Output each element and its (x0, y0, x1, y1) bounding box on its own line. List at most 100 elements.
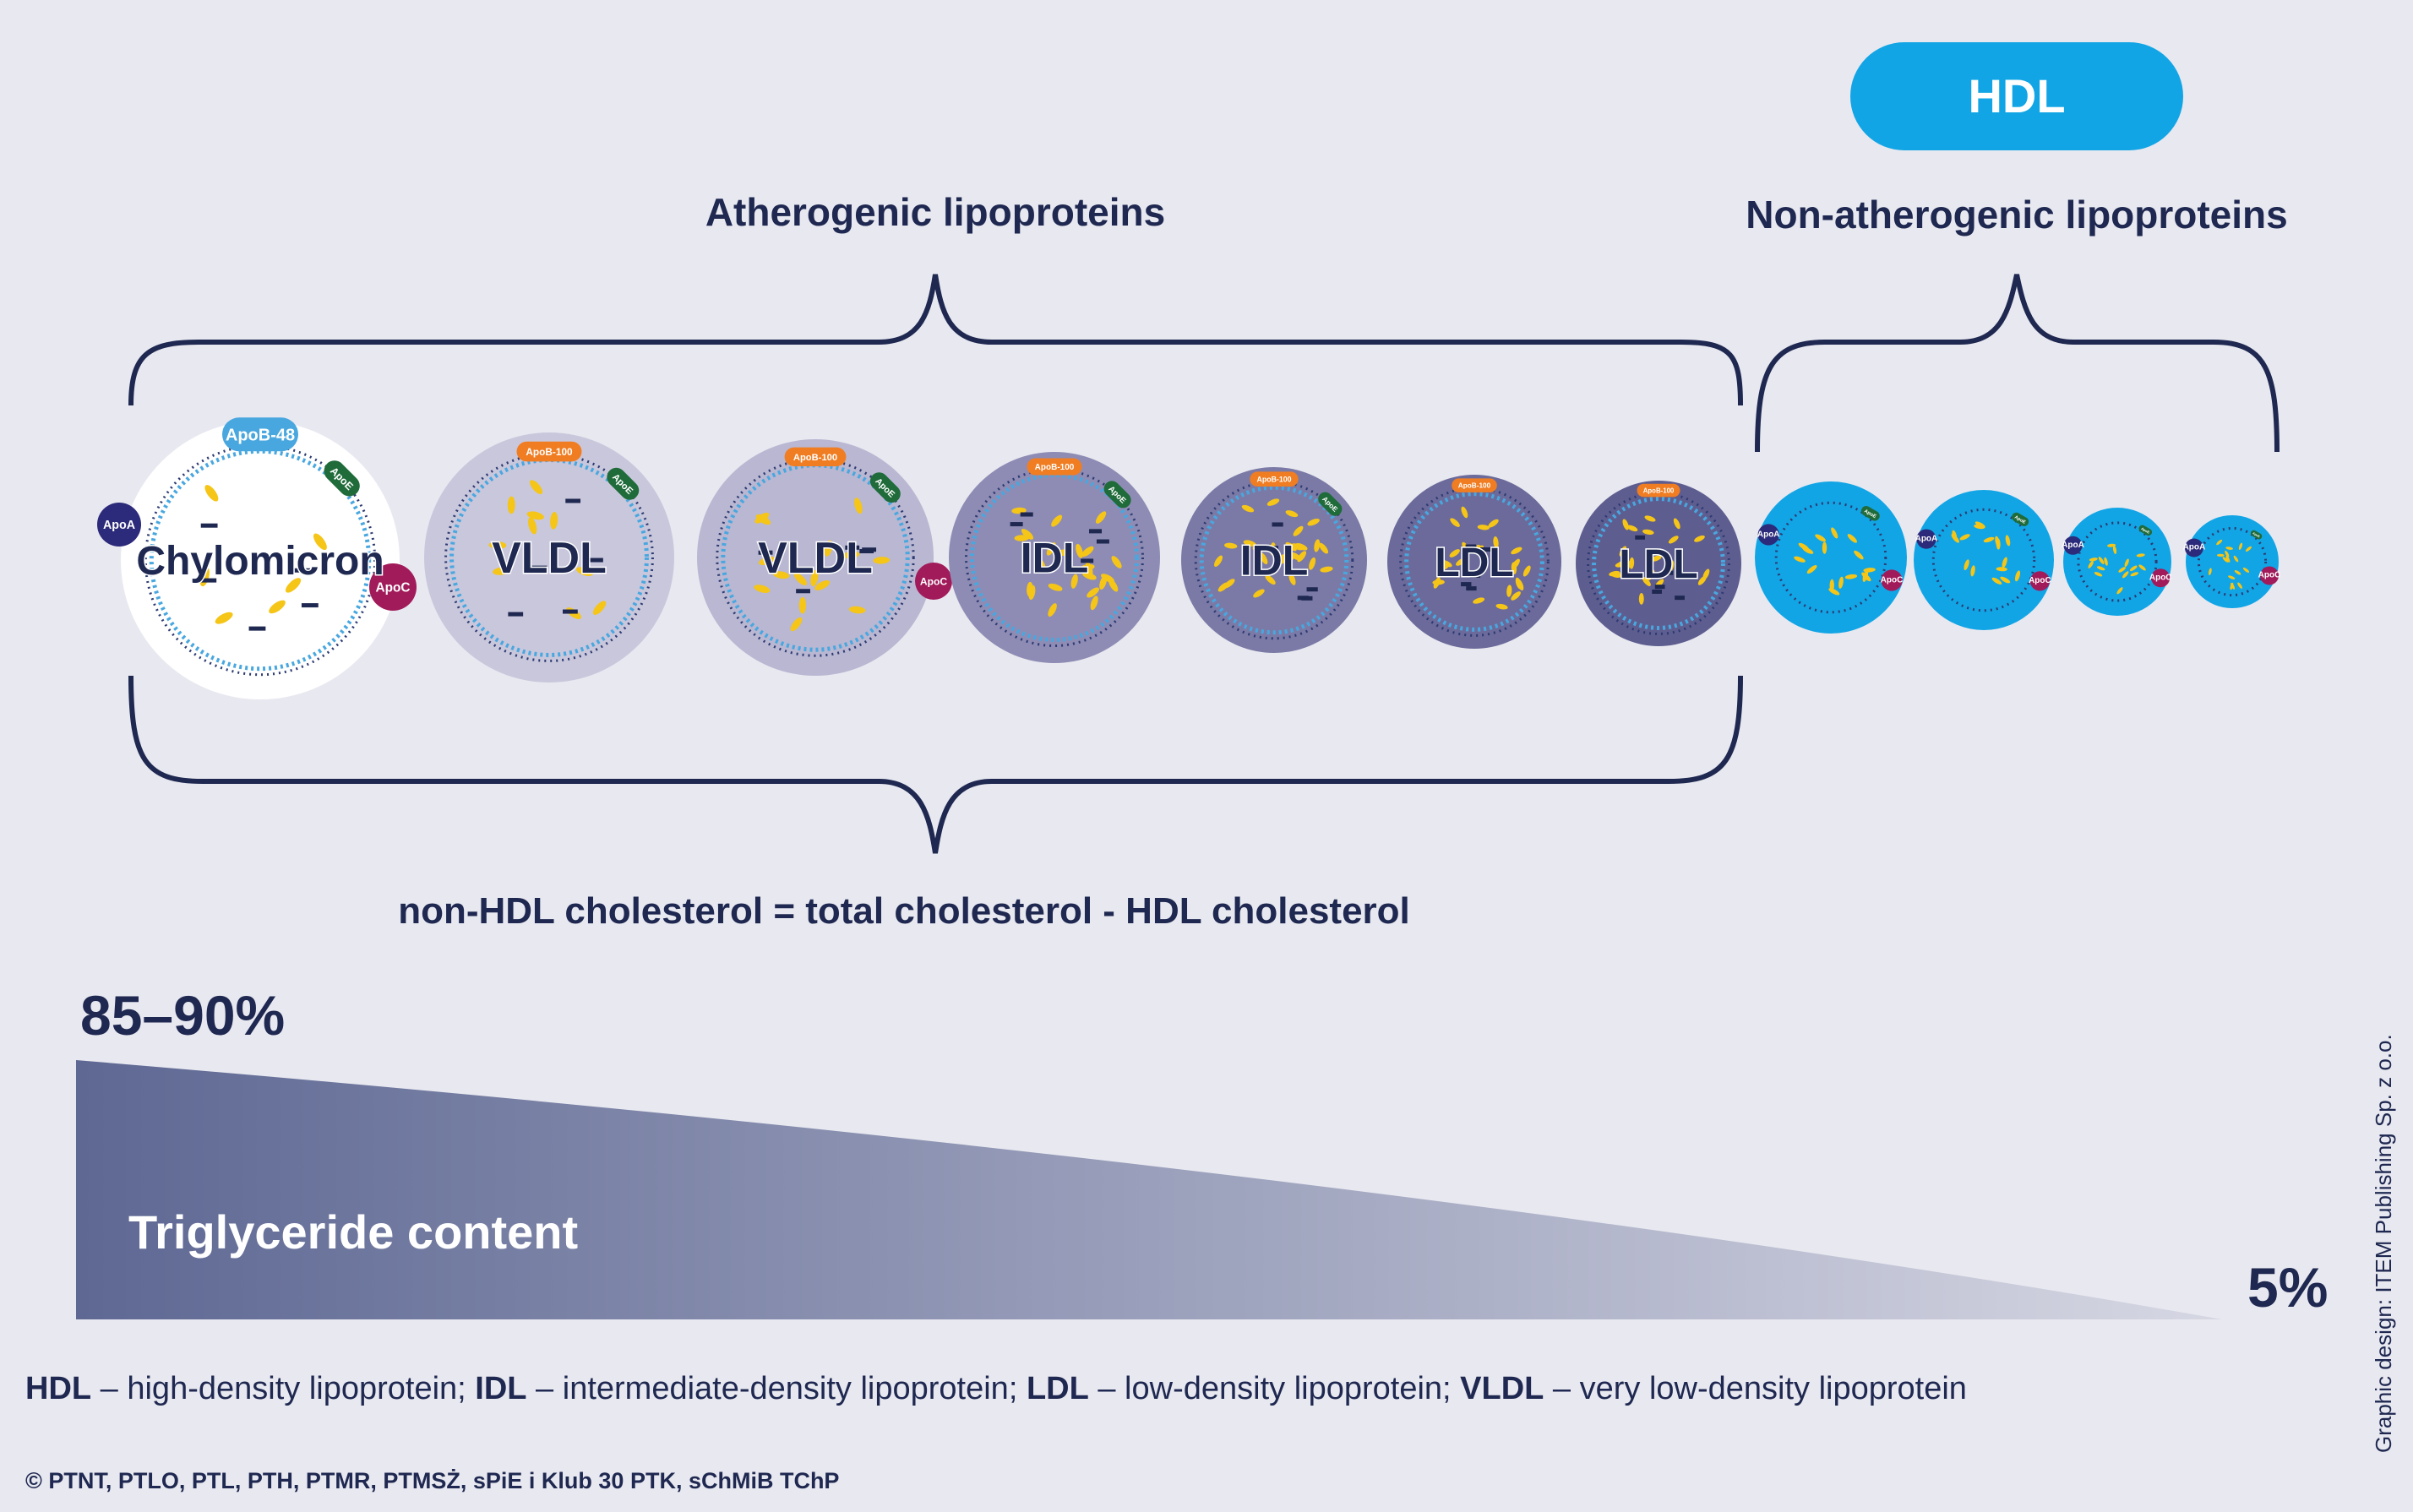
particle-body (1387, 475, 1561, 649)
particle-body (424, 432, 674, 683)
particle-body (121, 421, 400, 699)
particle-name: IDL (1240, 537, 1309, 585)
phospholipid-shell (721, 463, 910, 652)
cholesterol-mark (508, 612, 524, 617)
triglyceride-mark (854, 498, 863, 514)
hdl-lipid-mark (2138, 564, 2146, 571)
phospholipid-heads (444, 453, 654, 662)
triglyceride-mark (1289, 552, 1302, 561)
apob100-pill: ApoB-100 (1452, 478, 1497, 492)
triglyceride-mark (1046, 542, 1056, 556)
cholesterol-mark (301, 603, 319, 608)
cholesterol-mark (1266, 546, 1279, 551)
triglyceride-mark (1027, 581, 1033, 597)
triglyceride-mark (814, 580, 831, 590)
triglyceride-mark (550, 512, 558, 530)
triglyceride-mark (1011, 507, 1027, 514)
triglyceride-mark (592, 601, 607, 615)
hdl-lipid-mark (1847, 534, 1857, 543)
apob100-pill-label: ApoB-100 (1035, 463, 1075, 472)
triglyceride-mark (204, 485, 219, 502)
hdl-apoc-label: ApoC (2149, 573, 2172, 582)
triglyceride-mark (1241, 504, 1255, 513)
triglyceride-mark (790, 617, 803, 632)
hdl-apoc-label: ApoC (1881, 576, 1904, 585)
triglyceride-mark (1319, 542, 1329, 554)
cholesterol-mark (565, 498, 581, 503)
triglyceride-mark (793, 573, 808, 585)
hdl-lipid-mark (2209, 568, 2212, 576)
hdl-lipid-mark (2136, 553, 2145, 557)
cholesterol-mark (1081, 558, 1094, 563)
legend-hdl-def: – high-density lipoprotein; (91, 1371, 475, 1406)
apoa-icon (97, 503, 141, 547)
cholesterol-mark (796, 589, 810, 594)
triglyceride-mark (1647, 569, 1655, 580)
triglyceride-mark (1260, 552, 1268, 565)
hdl-lipid-mark (1844, 574, 1858, 579)
hdl-lipid-mark (2088, 561, 2094, 568)
hdl-lipid-mark (2129, 565, 2138, 572)
triglyceride-mark (1095, 511, 1107, 524)
triglyceride-mark (1611, 573, 1623, 578)
triglyceride-mark (798, 596, 807, 614)
non-hdl-formula: non-HDL cholesterol = total cholesterol … (398, 890, 1410, 932)
triglyceride-mark (1266, 498, 1280, 506)
triglyceride-mark (1252, 545, 1266, 552)
apoc-label: ApoC (920, 575, 948, 587)
graphic-credit: Graphic design: ITEM Publishing Sp. z o.… (2371, 1034, 2396, 1453)
triglyceride-mark (1522, 565, 1531, 577)
particle-name: LDL (1619, 542, 1697, 587)
hdl-body (1755, 481, 1907, 634)
triglyceride-mark (1441, 559, 1452, 568)
particle-body (1576, 481, 1741, 646)
particle-name: VLDL (758, 534, 873, 583)
phospholipid-shell (970, 473, 1139, 642)
triglyceride-mark (1090, 596, 1098, 611)
triglyceride-mark (1511, 547, 1522, 555)
hdl-lipid-mark (1959, 534, 1970, 541)
particle-name: Chylomicron (136, 539, 384, 584)
cholesterol-mark (862, 547, 877, 552)
triglyceride-mark (1224, 542, 1238, 549)
cholesterol-mark (1469, 573, 1481, 578)
particle-name: IDL (1021, 535, 1089, 582)
hdl-lipid-mark (1828, 588, 1840, 596)
hdl-lipid-mark (1861, 572, 1871, 582)
triglyceride-mark (873, 557, 891, 564)
abbreviation-legend: HDL – high-density lipoprotein; IDL – in… (25, 1371, 1967, 1406)
hdl-lipid-mark (2118, 567, 2126, 573)
triglyceride-mark (1642, 576, 1651, 586)
cholesterol-mark (1272, 522, 1283, 527)
hdl-apoa-label: ApoA (1915, 534, 1938, 543)
cholesterol-mark (1466, 586, 1477, 591)
hdl-apoa-icon (1916, 529, 1936, 549)
phospholipid-shell (149, 449, 372, 672)
hdl-lipid-mark (1822, 541, 1827, 554)
hdl-lipid-mark (2222, 557, 2229, 563)
phospholipid-heads (1194, 480, 1354, 640)
apob100-pill: ApoB-100 (1637, 483, 1680, 498)
hdl-lipid-mark (1794, 556, 1806, 563)
triglyceride-mark (1101, 574, 1114, 583)
apob100-pill-label: ApoB-100 (1643, 487, 1675, 494)
triglyceride-mark (1291, 543, 1305, 551)
hdl-apoc-label: ApoC (2029, 576, 2051, 585)
hdl-apoa-icon (2184, 538, 2203, 557)
triglyceride-gradient (76, 1060, 2222, 1319)
triglyceride-mark (1274, 554, 1286, 563)
particle-body (949, 452, 1160, 663)
hdl-apoe-tag-label: ApoE (2140, 526, 2150, 535)
apob100-pill: ApoB-100 (1027, 458, 1082, 476)
triglyceride-mark (269, 600, 286, 614)
particle-body (697, 439, 934, 676)
legend-vldl-abbr: VLDL (1460, 1371, 1544, 1406)
apob100-pill: ApoB-100 (1250, 471, 1299, 487)
legend-idl-def: – intermediate-density lipoprotein; (527, 1371, 1027, 1406)
triglyceride-mark (810, 569, 819, 587)
cholesterol-mark (531, 565, 547, 570)
triglyceride-mark (530, 480, 543, 495)
triglyceride-mark (1048, 583, 1063, 591)
